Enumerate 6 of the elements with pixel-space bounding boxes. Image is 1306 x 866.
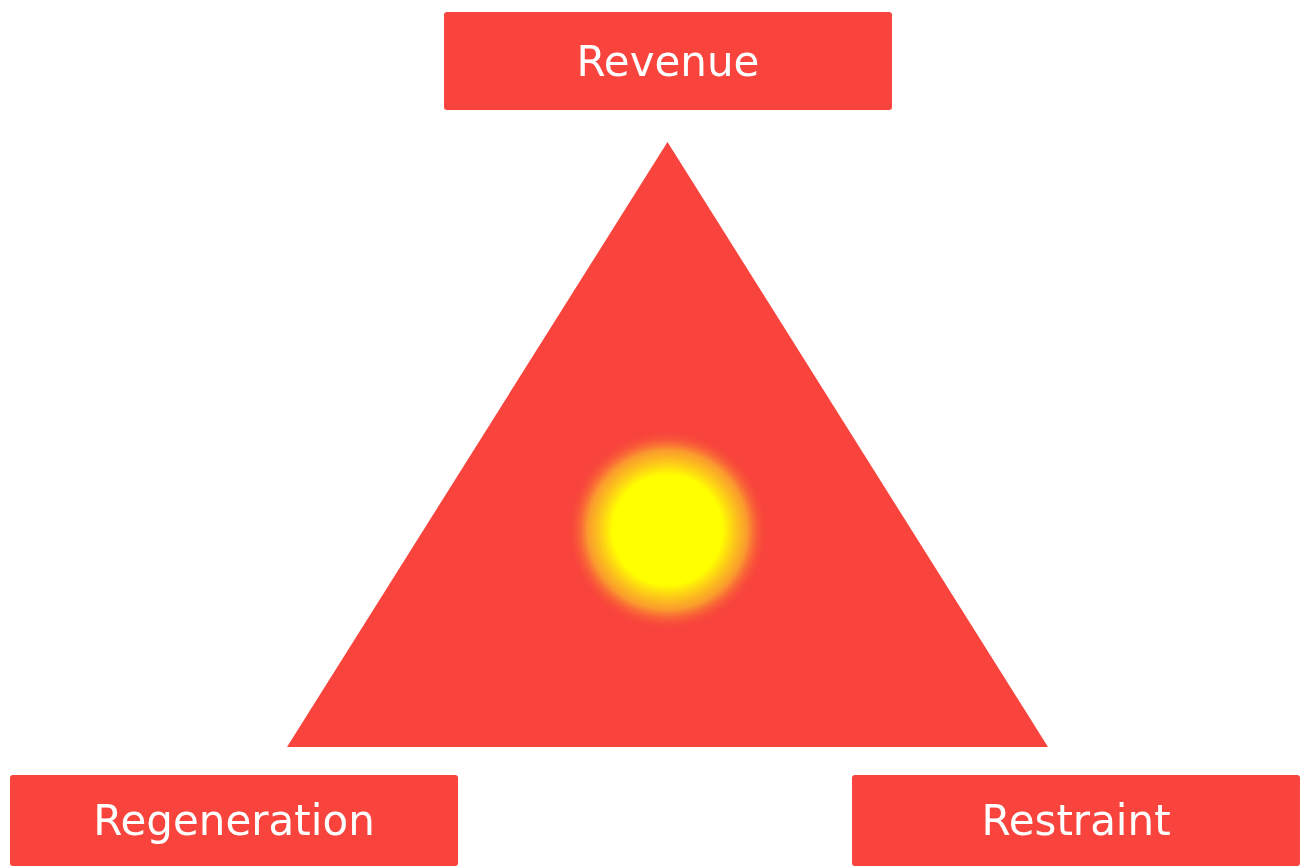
box-label: Regeneration <box>93 796 375 845</box>
box-label: Restraint <box>981 796 1171 845</box>
label-box <box>10 775 458 866</box>
label-box <box>444 12 892 110</box>
label-box <box>852 775 1300 866</box>
box-label: Revenue <box>576 36 760 86</box>
